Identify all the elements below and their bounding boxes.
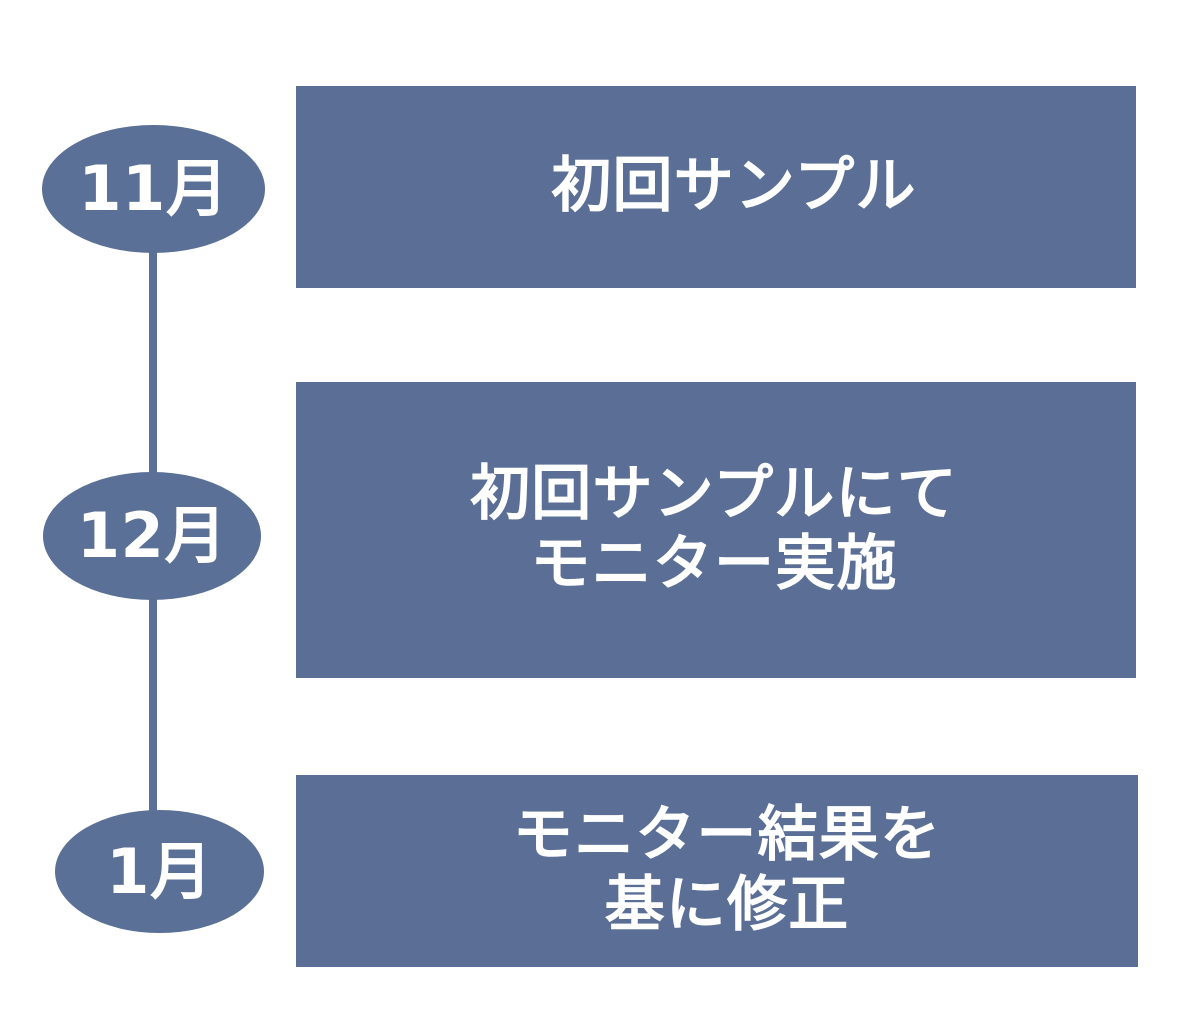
timeline-stage-text-2: 初回サンプルにて モニター実施 — [470, 459, 958, 599]
timeline-stage-box-1[interactable]: 初回サンプル — [296, 86, 1136, 288]
timeline-stage-box-2[interactable]: 初回サンプルにて モニター実施 — [296, 382, 1136, 678]
timeline-marker-month-2[interactable]: 12月 — [43, 472, 261, 600]
timeline-stage-text-3: モニター結果を 基に修正 — [512, 800, 942, 940]
timeline-marker-label-1: 11月 — [78, 152, 229, 225]
timeline-marker-month-3[interactable]: 1月 — [55, 810, 264, 933]
timeline-stage-box-3[interactable]: モニター結果を 基に修正 — [296, 775, 1138, 967]
timeline-marker-label-2: 12月 — [76, 499, 228, 572]
timeline-marker-month-1[interactable]: 11月 — [42, 125, 265, 253]
connector-line-nov-dec — [149, 240, 157, 540]
timeline-marker-label-3: 1月 — [106, 834, 213, 908]
timeline-stage-text-1: 初回サンプル — [551, 151, 917, 222]
connector-line-dec-jan — [149, 560, 157, 850]
